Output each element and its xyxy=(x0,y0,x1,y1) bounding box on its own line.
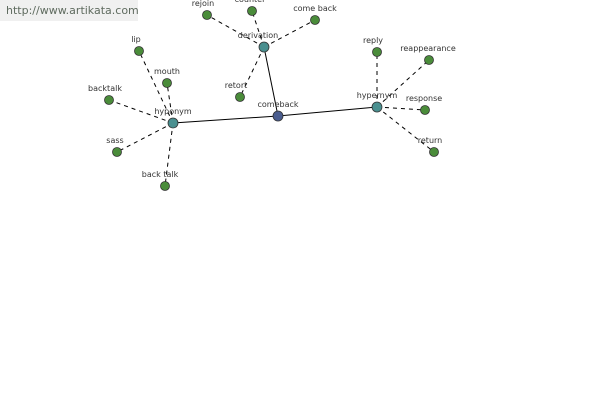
node-response[interactable]: response xyxy=(406,94,442,115)
node-label-reappearance: reappearance xyxy=(400,44,456,53)
node-lip[interactable]: lip xyxy=(131,35,144,56)
edge-comeback-hypernym xyxy=(277,106,378,117)
node-rejoin[interactable]: rejoin xyxy=(192,0,214,20)
edge-comeback-hyponym xyxy=(172,115,279,124)
node-dot-hypernym[interactable] xyxy=(371,101,383,113)
node-label-counter: counter xyxy=(235,0,266,4)
node-dot-reply[interactable] xyxy=(372,47,382,57)
node-dot-rejoin[interactable] xyxy=(202,10,212,20)
node-label-mouth: mouth xyxy=(154,67,180,76)
node-label-backtalk: backtalk xyxy=(88,84,122,93)
node-label-return: return xyxy=(418,136,442,145)
node-dot-reappearance[interactable] xyxy=(424,55,434,65)
node-dot-hyponym[interactable] xyxy=(167,117,179,129)
node-label-reply: reply xyxy=(363,36,383,45)
node-dot-lip[interactable] xyxy=(134,46,144,56)
node-dot-sass[interactable] xyxy=(112,147,122,157)
edge-hyponym-lip xyxy=(138,50,174,124)
edges-layer xyxy=(108,10,435,187)
edge-derivation-retort xyxy=(239,46,265,98)
node-dot-mouth[interactable] xyxy=(162,78,172,88)
edge-hyponym-back-talk xyxy=(164,122,174,187)
node-counter[interactable]: counter xyxy=(235,0,266,16)
node-dot-come-back[interactable] xyxy=(310,15,320,25)
node-label-come-back: come back xyxy=(293,4,337,13)
node-dot-return[interactable] xyxy=(429,147,439,157)
node-reappearance[interactable]: reappearance xyxy=(400,44,456,65)
node-reply[interactable]: reply xyxy=(363,36,383,57)
edge-hypernym-response xyxy=(376,106,426,111)
node-hyponym[interactable]: hyponym xyxy=(154,107,192,129)
nodes-layer: comeback derivation hyponym hypernym rejoin c… xyxy=(88,0,456,191)
node-mouth[interactable]: mouth xyxy=(154,67,180,88)
edge-hyponym-sass xyxy=(116,122,174,153)
node-label-retort: retort xyxy=(225,81,248,90)
node-return[interactable]: return xyxy=(418,136,442,157)
node-hypernym[interactable]: hypernym xyxy=(357,91,398,113)
node-dot-response[interactable] xyxy=(420,105,430,115)
node-derivation[interactable]: derivation xyxy=(238,31,278,53)
node-dot-back-talk[interactable] xyxy=(160,181,170,191)
node-dot-derivation[interactable] xyxy=(258,41,270,53)
node-label-response: response xyxy=(406,94,442,103)
node-dot-backtalk[interactable] xyxy=(104,95,114,105)
node-label-hypernym: hypernym xyxy=(357,91,398,100)
edge-hyponym-mouth xyxy=(166,82,174,124)
node-backtalk[interactable]: backtalk xyxy=(88,84,122,105)
node-label-rejoin: rejoin xyxy=(192,0,214,8)
node-comeback[interactable]: comeback xyxy=(257,100,299,122)
node-come-back[interactable]: come back xyxy=(293,4,337,25)
edge-derivation-come-back xyxy=(263,19,316,48)
source-url-banner: http://www.artikata.com xyxy=(0,0,139,21)
edge-hypernym-reappearance xyxy=(376,59,430,108)
node-label-derivation: derivation xyxy=(238,31,278,40)
node-retort[interactable]: retort xyxy=(225,81,248,102)
edge-derivation-counter xyxy=(251,10,265,48)
node-label-back-talk: back talk xyxy=(142,170,179,179)
node-label-comeback: comeback xyxy=(257,100,298,109)
node-label-sass: sass xyxy=(106,136,123,145)
edge-comeback-derivation xyxy=(263,46,279,117)
node-dot-counter[interactable] xyxy=(247,6,257,16)
edge-hyponym-backtalk xyxy=(108,99,174,124)
node-label-hyponym: hyponym xyxy=(154,107,192,116)
node-dot-retort[interactable] xyxy=(235,92,245,102)
node-label-lip: lip xyxy=(131,35,141,44)
edge-derivation-rejoin xyxy=(206,14,265,48)
node-sass[interactable]: sass xyxy=(106,136,124,157)
node-dot-comeback[interactable] xyxy=(272,110,284,122)
node-back-talk[interactable]: back talk xyxy=(142,170,179,191)
